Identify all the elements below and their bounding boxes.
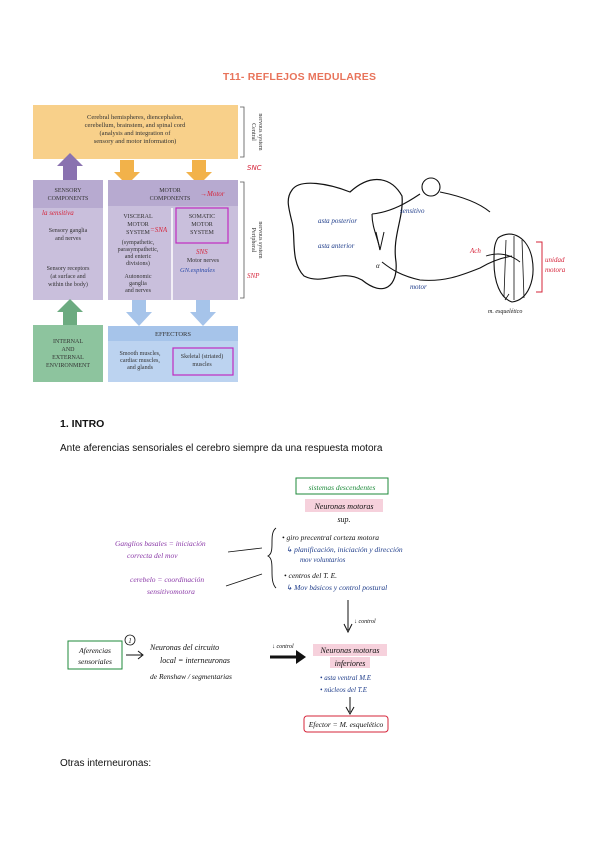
svg-text:sensitivo: sensitivo — [400, 207, 425, 215]
cns-line: (analysis and integration of — [100, 130, 172, 137]
svg-text:Smooth muscles,: Smooth muscles, — [119, 351, 161, 357]
svg-text:Neuronas motoras: Neuronas motoras — [319, 646, 379, 655]
svg-text:m. esquelético: m. esquelético — [488, 309, 522, 315]
cns-side-label: Central — [250, 123, 256, 141]
spinal-sketch: asta posterior asta anterior sensitivo α… — [287, 177, 566, 315]
svg-text:Ganglios basales = iniciación: Ganglios basales = iniciación — [115, 539, 206, 548]
intro-paragraph: Ante aferencias sensoriales el cerebro s… — [60, 443, 383, 454]
svg-text:↓ control: ↓ control — [272, 644, 294, 650]
svg-text:Neuronas del circuito: Neuronas del circuito — [149, 643, 219, 652]
sensory-note: la sensitiva — [42, 209, 74, 217]
svg-text:ganglia: ganglia — [129, 281, 147, 287]
sns-note: SNS — [196, 248, 208, 256]
handwritten-notes: sistemas descendentes Neuronas motoras s… — [67, 477, 403, 733]
svg-text:Sensory receptors: Sensory receptors — [47, 266, 90, 272]
svg-text:↓ control: ↓ control — [354, 619, 376, 625]
cns-line: cerebellum, brainstem, and spinal cord — [85, 122, 186, 129]
gn-note: GN.espinales — [180, 267, 215, 274]
svg-text:muscles: muscles — [192, 362, 212, 368]
svg-text:divisions): divisions) — [126, 260, 150, 267]
svg-text:asta posterior: asta posterior — [318, 217, 357, 225]
somatic-highlight — [175, 207, 229, 244]
svg-text:MOTOR: MOTOR — [127, 222, 149, 228]
svg-text:sensoriales: sensoriales — [78, 657, 112, 666]
svg-text:asta anterior: asta anterior — [318, 242, 355, 250]
sna-note: =SNA — [150, 226, 168, 234]
svg-text:Efector = M. esquelético: Efector = M. esquelético — [308, 720, 384, 729]
svg-text:and nerves: and nerves — [55, 236, 81, 242]
svg-text:sensitivomotora: sensitivomotora — [147, 587, 195, 596]
page-title: T11- REFLEJOS MEDULARES — [222, 71, 377, 83]
cns-box — [33, 105, 238, 159]
svg-text:cardiac muscles,: cardiac muscles, — [120, 358, 160, 364]
svg-text:AND: AND — [62, 347, 76, 353]
svg-text:and glands: and glands — [127, 365, 153, 371]
svg-text:Aferencias: Aferencias — [78, 646, 111, 655]
svg-text:Neuronas motoras: Neuronas motoras — [313, 502, 373, 511]
svg-text:• núcleos del T.E: • núcleos del T.E — [320, 686, 368, 694]
svg-text:within the body): within the body) — [48, 281, 88, 288]
svg-text:motor: motor — [410, 283, 427, 291]
svg-text:sup.: sup. — [337, 515, 350, 524]
svg-text:SENSORY: SENSORY — [54, 188, 82, 194]
svg-text:parasympathetic,: parasympathetic, — [118, 247, 159, 253]
svg-text:correcta del mov: correcta del mov — [127, 551, 178, 560]
svg-text:mov voluntarios: mov voluntarios — [300, 556, 346, 564]
svg-text:Skeletal (striated): Skeletal (striated) — [181, 353, 223, 360]
svg-text:COMPONENTS: COMPONENTS — [48, 196, 89, 202]
svg-text:VISCERAL: VISCERAL — [123, 214, 153, 220]
svg-text:SYSTEM: SYSTEM — [190, 230, 214, 236]
svg-text:INTERNAL: INTERNAL — [53, 339, 83, 345]
nervous-system-diagram: Cerebral hemispheres, diencephalon, cere… — [33, 105, 263, 382]
cns-line: sensory and motor information) — [94, 138, 177, 145]
svg-text:motora: motora — [545, 266, 566, 274]
svg-text:↳ planificación, iniciación y: ↳ planificación, iniciación y dirección — [286, 545, 403, 554]
svg-text:Motor nerves: Motor nerves — [187, 258, 220, 264]
motor-note: →Motor — [200, 190, 225, 198]
svg-text:Sensory ganglia: Sensory ganglia — [49, 228, 88, 234]
svg-text:EXTERNAL: EXTERNAL — [52, 355, 84, 361]
svg-text:MOTOR: MOTOR — [159, 188, 181, 194]
cns-side-label: nervous system — [257, 113, 263, 150]
svg-text:α: α — [376, 262, 380, 270]
svg-text:cerebelo = coordinación: cerebelo = coordinación — [130, 575, 204, 584]
svg-text:SYSTEM: SYSTEM — [126, 230, 150, 236]
svg-text:Ach: Ach — [469, 247, 481, 255]
svg-text:and enteric: and enteric — [125, 254, 152, 260]
other-interneurons-heading: Otras interneuronas: — [60, 758, 152, 769]
svg-text:sistemas descendentes: sistemas descendentes — [309, 483, 376, 492]
svg-text:SOMATIC: SOMATIC — [189, 214, 215, 220]
svg-text:Autonomic: Autonomic — [125, 274, 152, 280]
svg-text:• asta ventral M.E: • asta ventral M.E — [320, 674, 372, 682]
skeletal-highlight — [172, 347, 234, 376]
svg-text:ENVIRONMENT: ENVIRONMENT — [46, 363, 90, 369]
svg-text:nervous system: nervous system — [257, 221, 263, 258]
svg-text:• centros del T. E.: • centros del T. E. — [284, 571, 337, 580]
svg-text:• giro precentral corteza moto: • giro precentral corteza motora — [282, 533, 379, 542]
svg-text:MOTOR: MOTOR — [191, 222, 213, 228]
svg-text:COMPONENTS: COMPONENTS — [150, 196, 191, 202]
snc-note: SNC — [247, 164, 262, 172]
svg-text:1: 1 — [128, 637, 132, 645]
svg-text:↳ Mov básicos y control postur: ↳ Mov básicos y control postural — [286, 583, 387, 592]
svg-text:local = interneuronas: local = interneuronas — [160, 656, 230, 665]
environment-box — [33, 325, 103, 382]
svg-text:(sympathetic,: (sympathetic, — [122, 239, 155, 246]
svg-text:de Renshaw / segmentarias: de Renshaw / segmentarias — [150, 672, 232, 681]
svg-text:(at surface and: (at surface and — [50, 273, 85, 280]
cns-line: Cerebral hemispheres, diencephalon, — [87, 114, 183, 121]
snp-note: SNP — [247, 272, 260, 280]
svg-text:Peripheral: Peripheral — [250, 228, 256, 253]
section-heading-intro: 1. INTRO — [60, 418, 105, 430]
svg-text:inferiores: inferiores — [335, 659, 366, 668]
svg-text:unidad: unidad — [545, 256, 565, 264]
svg-text:and nerves: and nerves — [125, 288, 151, 294]
svg-text:EFFECTORS: EFFECTORS — [155, 331, 191, 338]
